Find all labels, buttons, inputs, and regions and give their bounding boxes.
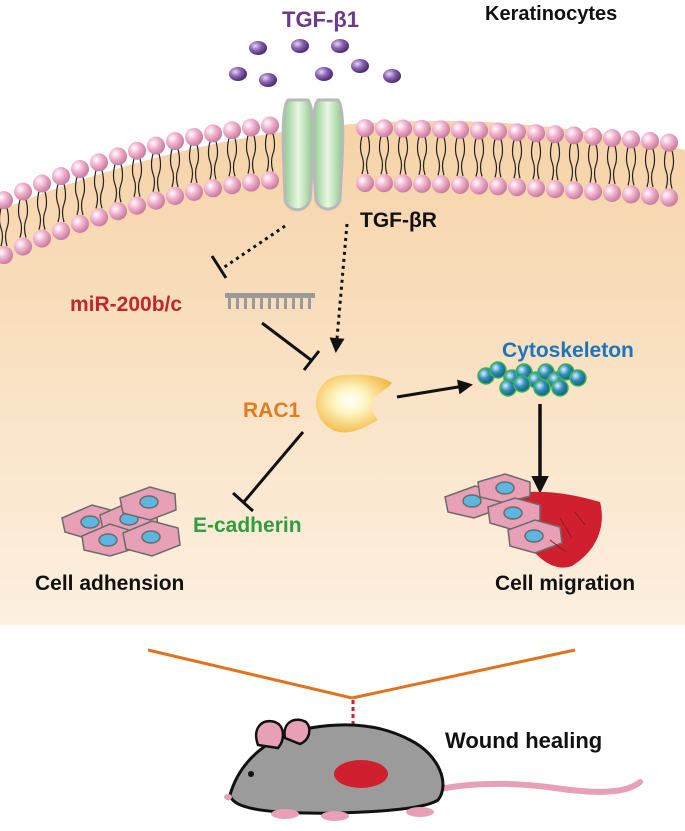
lipid-head-icon (147, 191, 165, 210)
lipid-head-icon (489, 177, 507, 196)
rac1-ecadherin-inhibition (231, 431, 305, 513)
lipid-head-icon (527, 179, 545, 198)
lipid-head-icon (451, 120, 469, 139)
lipid-head-icon (14, 237, 32, 256)
mirna-rac1-inhibition (261, 321, 321, 371)
lipid-head-icon (546, 180, 564, 199)
cell-cluster-icon (61, 486, 181, 557)
lipid-head-icon (432, 175, 450, 194)
lipid-head-icon (413, 174, 431, 193)
lipid-head-icon (565, 126, 583, 145)
lipid-head-icon (71, 159, 89, 178)
lipid-head-icon (508, 178, 526, 197)
lipid-head-icon (622, 185, 640, 204)
ligand-particle-icon (229, 39, 401, 87)
lipid-head-icon (204, 124, 222, 143)
lipid-head-icon (242, 173, 260, 192)
migration-cells-icon (444, 473, 602, 568)
lipid-head-icon (603, 183, 621, 202)
lipid-head-icon (565, 181, 583, 200)
lipid-head-icon (242, 118, 260, 137)
lipid-head-icon (185, 127, 203, 146)
tie-lines (147, 648, 576, 700)
lipid-head-icon (546, 125, 564, 144)
lipid-head-icon (52, 167, 70, 186)
lipid-head-icon (128, 141, 146, 160)
lipid-head-icon (204, 179, 222, 198)
lipid-head-icon (432, 120, 450, 139)
lipid-head-icon (90, 208, 108, 227)
cytoskeleton-label: Cytoskeleton (502, 339, 634, 362)
lipid-head-icon (622, 130, 640, 149)
lipid-head-icon (109, 147, 127, 166)
lipid-head-icon (660, 188, 678, 207)
lipid-head-icon (451, 175, 469, 194)
lipid-head-icon (470, 121, 488, 140)
lipid-head-icon (33, 174, 51, 193)
lipid-head-icon (641, 131, 659, 150)
lipid-head-icon (660, 133, 678, 152)
lipid-head-icon (489, 122, 507, 141)
lipid-head-icon (603, 128, 621, 147)
mirna-icon (225, 293, 315, 309)
cell-membrane (0, 116, 678, 265)
lipid-head-icon (52, 222, 70, 241)
mouse-icon (224, 718, 643, 821)
cell-type-label: Keratinocytes (485, 3, 617, 25)
lipid-head-icon (584, 182, 602, 201)
lipid-head-icon (641, 186, 659, 205)
mirna-label: miR-200b/c (70, 293, 182, 316)
lipid-head-icon (413, 119, 431, 138)
lipid-head-icon (584, 127, 602, 146)
lipid-head-icon (375, 174, 393, 193)
receptor-label: TGF-βR (360, 209, 437, 232)
receptor-rac1-arrow (329, 223, 349, 353)
cytoskeleton-beads-icon (477, 361, 587, 397)
lipid-head-icon (508, 123, 526, 142)
rac1-glow-icon (315, 374, 392, 433)
wound-healing-label: Wound healing (445, 728, 602, 753)
lipid-head-icon (166, 187, 184, 206)
lipid-head-icon (356, 119, 374, 138)
lipid-head-icon (394, 174, 412, 193)
ligand-label: TGF-β1 (282, 7, 359, 32)
lipid-head-icon (166, 132, 184, 151)
lipid-head-icon (223, 121, 241, 140)
lipid-head-icon (109, 202, 127, 221)
cell-migration-label: Cell migration (495, 572, 635, 595)
lipid-head-icon (0, 246, 13, 265)
rac1-label: RAC1 (243, 399, 300, 422)
receptor-icon (281, 98, 345, 212)
lipid-head-icon (470, 176, 488, 195)
lipid-head-icon (394, 119, 412, 138)
receptor-mirna-inhibition (210, 224, 286, 279)
lipid-head-icon (356, 174, 374, 193)
lipid-head-icon (147, 136, 165, 155)
lipid-head-icon (71, 214, 89, 233)
cell-adhesion-label: Cell adhension (35, 572, 184, 595)
lipid-head-icon (223, 176, 241, 195)
lipid-head-icon (33, 229, 51, 248)
lipid-head-icon (527, 124, 545, 143)
lipid-head-icon (0, 191, 13, 210)
lipid-head-icon (14, 182, 32, 201)
lipid-head-icon (128, 196, 146, 215)
wound-spot (334, 760, 388, 788)
lipid-head-icon (375, 119, 393, 138)
lipid-head-icon (261, 171, 279, 190)
lipid-head-icon (185, 182, 203, 201)
ecadherin-label: E-cadherin (193, 514, 302, 537)
rac1-cytoskeleton-arrow (396, 379, 473, 399)
lipid-head-icon (261, 116, 279, 135)
lipid-head-icon (90, 153, 108, 172)
